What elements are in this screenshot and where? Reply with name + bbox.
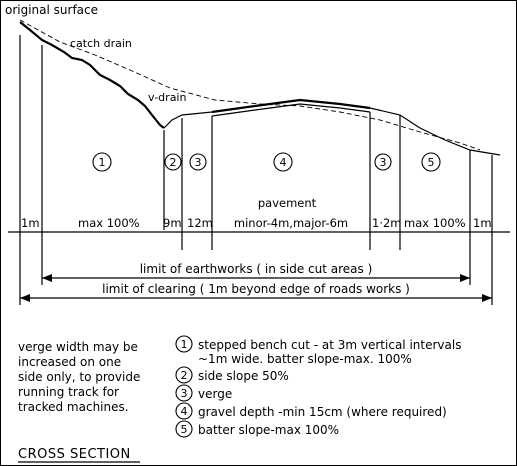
section-verticals <box>19 35 493 305</box>
dimension-label: 1·2m <box>372 216 402 230</box>
svg-text:2: 2 <box>181 369 188 382</box>
legend-item: 4 gravel depth -min 15cm (where required… <box>175 402 447 420</box>
legend-item: 2 side slope 50% <box>175 366 289 384</box>
note-line: side only, to provide <box>18 370 140 384</box>
svg-text:4: 4 <box>181 405 188 418</box>
pavement-width-label: minor-4m,major-6m <box>234 216 348 230</box>
svg-text:2: 2 <box>170 156 177 169</box>
svg-text:3: 3 <box>195 156 202 169</box>
zone-marker: 3 <box>374 153 392 171</box>
dimension-label: max 100% <box>404 216 466 230</box>
svg-text:3: 3 <box>380 156 387 169</box>
original-surface-line <box>19 19 481 151</box>
svg-text:~1m wide. batter slope-max. 10: ~1m wide. batter slope-max. 100% <box>198 352 412 366</box>
svg-text:verge: verge <box>198 387 232 401</box>
svg-text:stepped bench cut - at 3m vert: stepped bench cut - at 3m vertical inter… <box>198 338 461 352</box>
clearing-label: limit of clearing ( 1m beyond edge of ro… <box>102 282 410 296</box>
zone-marker: 2 <box>164 153 182 171</box>
ground-profile-line <box>19 21 165 129</box>
zone-marker: 1 <box>92 152 112 172</box>
note-line: tracked machines. <box>18 400 129 414</box>
note-line: verge width may be <box>18 340 138 354</box>
clearing-dimension <box>20 294 492 302</box>
zone-marker: 5 <box>421 152 441 172</box>
original-surface-label: original surface <box>5 3 98 17</box>
note-line: increased on one <box>18 355 121 369</box>
dimension-label: 1m <box>21 216 40 230</box>
svg-text:5: 5 <box>428 156 435 169</box>
dimension-label: 1m <box>473 216 492 230</box>
v-drain-label: v-drain <box>148 91 186 104</box>
pavement-label: pavement <box>258 196 317 210</box>
legend-item: 5 batter slope-max 100% <box>175 420 339 438</box>
legend-item: 3 verge <box>175 384 232 402</box>
svg-text:side slope 50%: side slope 50% <box>198 369 289 383</box>
pavement-layer <box>211 98 371 114</box>
svg-text:4: 4 <box>280 156 287 169</box>
zone-marker: 3 <box>189 153 207 171</box>
svg-text:batter slope-max 100%: batter slope-max 100% <box>198 423 339 437</box>
earthworks-label: limit of earthworks ( in side cut areas … <box>140 262 373 276</box>
catch-drain-label: catch drain <box>70 37 132 50</box>
pavement-base <box>211 103 371 117</box>
v-drain-line <box>163 99 501 156</box>
dimension-label: 12m <box>187 216 213 230</box>
dimension-label: 9m <box>163 216 182 230</box>
earthworks-dimension <box>42 274 470 282</box>
note-block: verge width may be increased on one side… <box>18 340 140 414</box>
svg-text:5: 5 <box>181 423 188 436</box>
dimension-label: max 100% <box>78 216 140 230</box>
legend-item: 1 stepped bench cut - at 3m vertical int… <box>175 335 461 366</box>
zone-marker: 4 <box>273 152 293 172</box>
section-title: CROSS SECTION <box>18 447 131 462</box>
svg-text:3: 3 <box>181 387 188 400</box>
note-line: running track for <box>18 385 119 399</box>
legend: 1 stepped bench cut - at 3m vertical int… <box>175 335 461 438</box>
svg-text:1: 1 <box>181 338 188 351</box>
svg-text:gravel depth -min 15cm (where: gravel depth -min 15cm (where required) <box>198 405 447 419</box>
svg-text:1: 1 <box>99 156 106 169</box>
